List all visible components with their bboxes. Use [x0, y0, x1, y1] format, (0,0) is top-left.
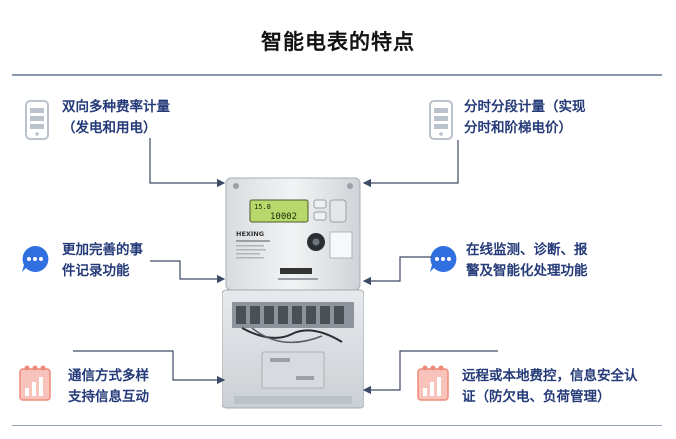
meter-display-top: 15.8 — [254, 203, 271, 211]
connector-mid-left — [150, 260, 226, 284]
meter-display — [249, 199, 309, 223]
feature-event-logging: 更加完善的事 件记录功能 — [62, 242, 143, 279]
bar-chart-icon — [417, 365, 449, 401]
connector-top-left — [149, 138, 226, 188]
smart-meter-image: 15.8 10002 HEXING — [222, 177, 364, 409]
top-divider — [12, 74, 662, 76]
connector-bottom-left — [73, 350, 226, 385]
feature-remote-prepayment: 远程或本地费控，信息安全认 证（防欠电、负荷管理） — [462, 368, 638, 405]
connector-top-right — [362, 140, 459, 188]
feature-bidirectional-metering: 双向多种费率计量 （发电和用电） — [62, 99, 170, 136]
connector-mid-right — [362, 256, 432, 286]
meter-brand: HEXING — [236, 230, 264, 238]
phone-icon — [429, 100, 453, 140]
bar-chart-icon — [19, 365, 51, 401]
feature-time-of-use-metering: 分时分段计量（实现 分时和阶梯电价） — [464, 99, 586, 136]
connector-bottom-right — [362, 350, 498, 395]
chat-icon — [430, 245, 457, 272]
bottom-divider — [12, 425, 662, 426]
phone-icon — [25, 100, 49, 140]
page-title: 智能电表的特点 — [261, 30, 415, 54]
feature-online-monitoring: 在线监测、诊断、报 警及智能化处理功能 — [466, 242, 588, 279]
meter-display-reading: 10002 — [270, 212, 297, 222]
feature-communication: 通信方式多样 支持信息互动 — [68, 368, 149, 405]
chat-icon — [22, 245, 49, 272]
